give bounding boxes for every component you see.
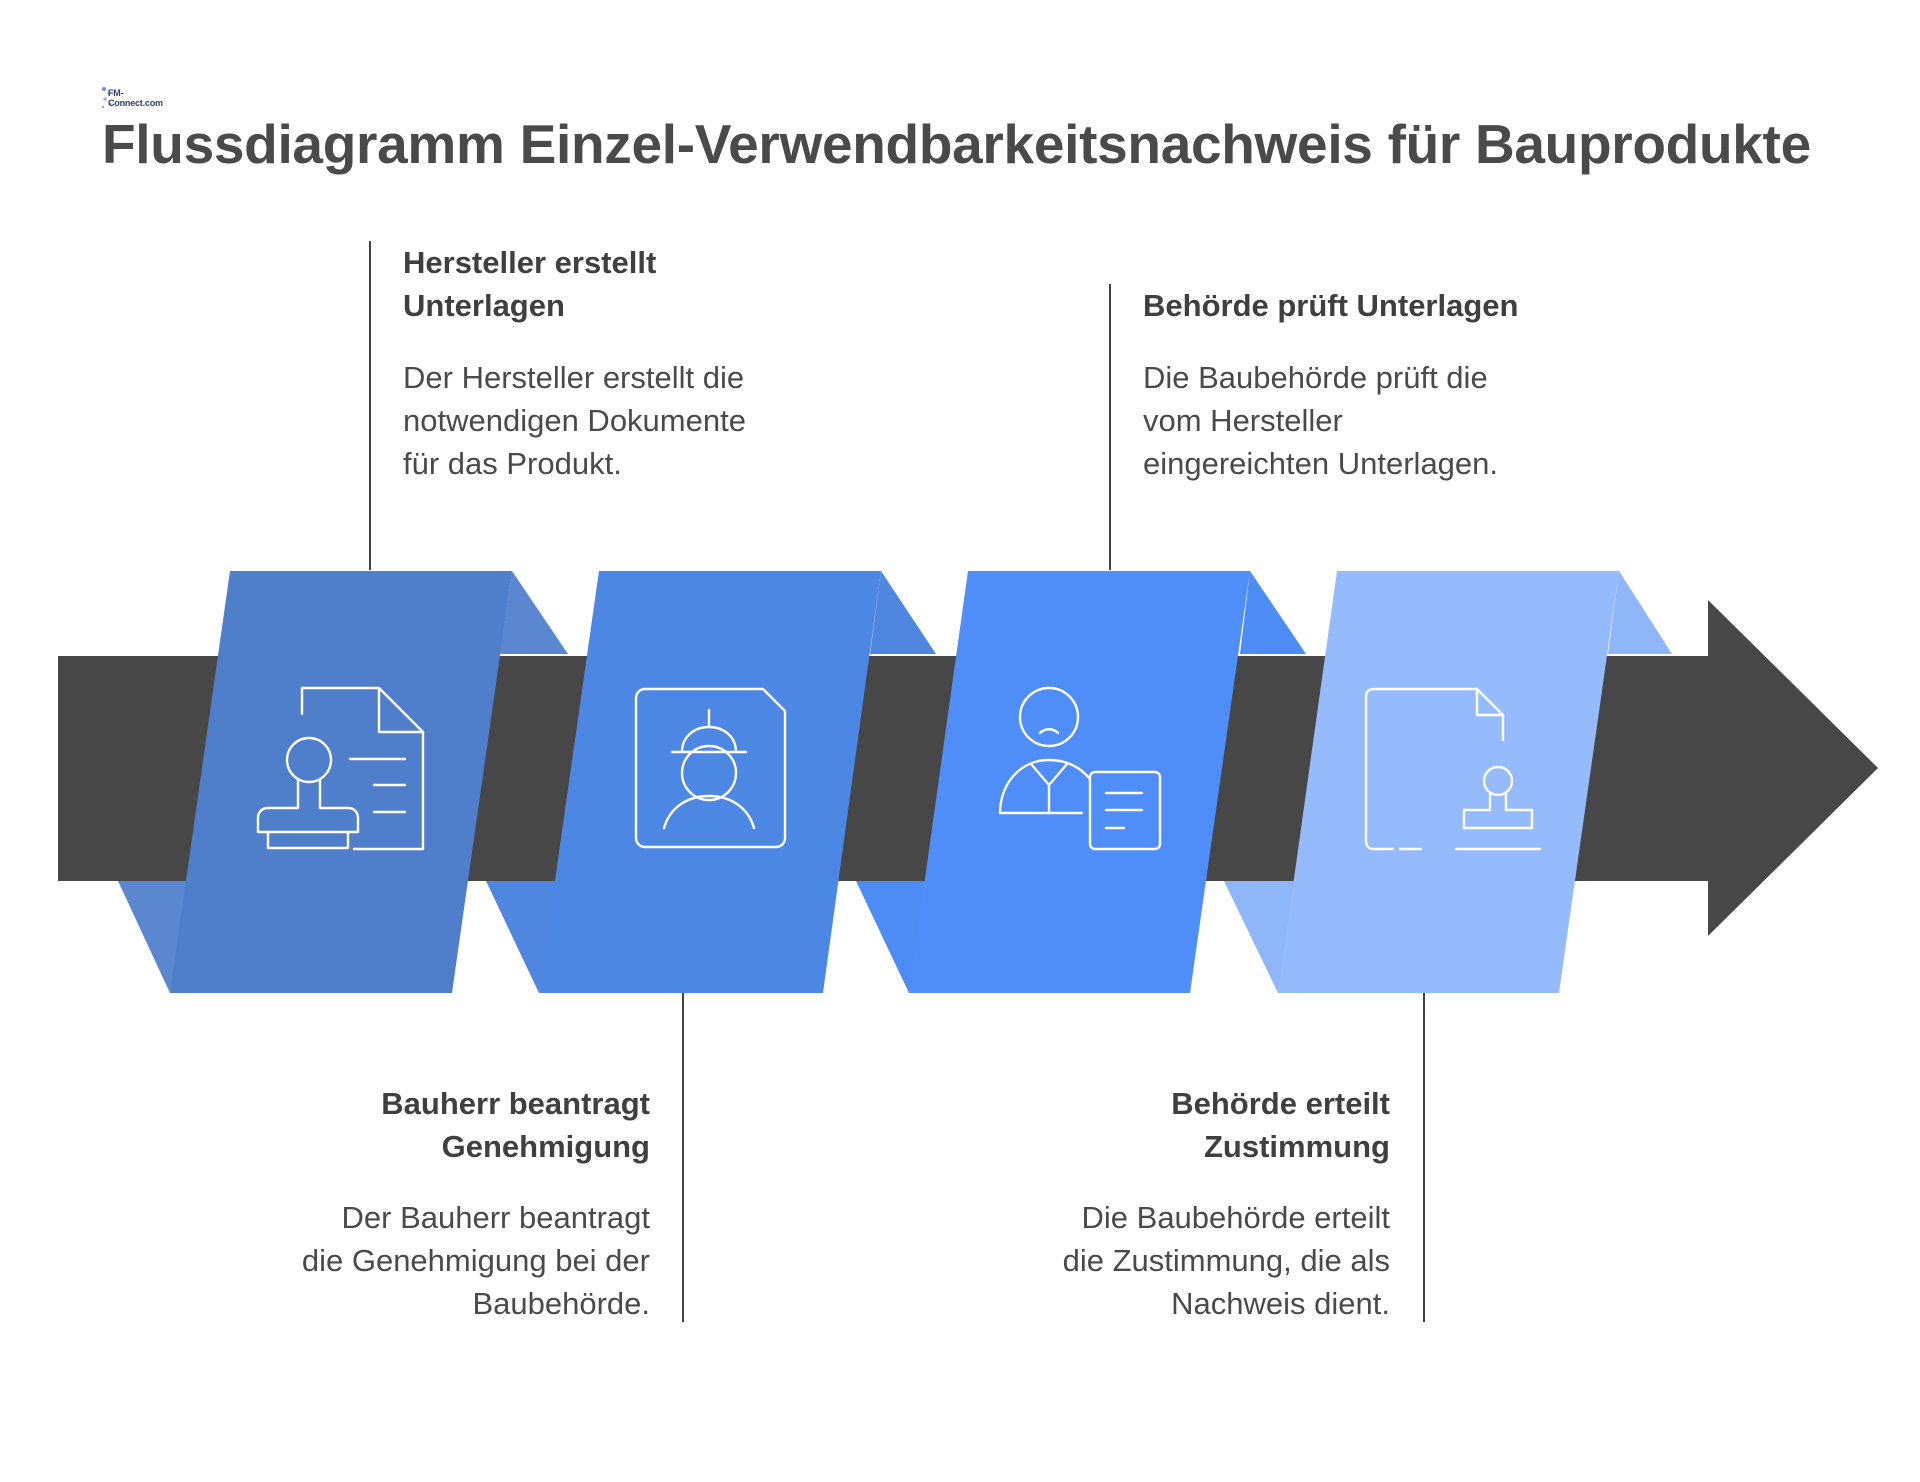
step4-title: Behörde erteilt Zustimmung [1171, 1086, 1390, 1164]
step2-title: Bauherr beantragt Genehmigung [381, 1086, 650, 1164]
official-with-document-icon [998, 686, 1162, 851]
approval-stamp-document-icon [1364, 687, 1542, 851]
logo-text: FM-Connect.com [108, 88, 163, 108]
step3-description: Die Baubehörde prüft die vom Hersteller … [1143, 360, 1499, 481]
step1-title: Hersteller erstellt Unterlagen [403, 245, 657, 323]
step4-panel [1224, 571, 1672, 993]
page-title: Flussdiagramm Einzel-Verwendbarkeitsnach… [102, 113, 1811, 175]
logo-icon [101, 87, 112, 109]
step4-description: Die Baubehörde erteilt die Zustimmung, d… [1062, 1200, 1390, 1321]
construction-worker-id-icon [634, 687, 787, 849]
fm-connect-logo: FM-Connect.com [100, 84, 168, 112]
step3-panel [856, 571, 1306, 993]
step2-description: Der Bauherr beantragt die Genehmigung be… [301, 1200, 650, 1321]
step1-description: Der Hersteller erstellt die notwendigen … [403, 360, 746, 481]
step3-title: Behörde prüft Unterlagen [1143, 288, 1519, 323]
step1-panel [118, 571, 568, 993]
step2-panel [486, 571, 936, 993]
document-stamp-icon [256, 686, 425, 851]
